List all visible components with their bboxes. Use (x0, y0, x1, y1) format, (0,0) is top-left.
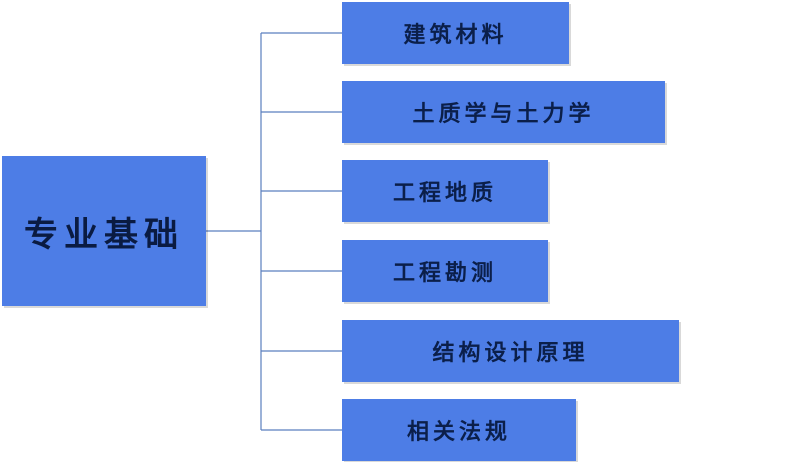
child-node-structural-design: 结构设计原理 (342, 320, 679, 382)
child-node-engineering-survey: 工程勘测 (342, 240, 548, 302)
child-node-label: 工程勘测 (392, 260, 497, 286)
child-node-label: 工程地质 (392, 180, 497, 206)
root-node-label: 专业基础 (24, 214, 184, 255)
child-node-soil-mechanics: 土质学与土力学 (342, 81, 665, 143)
child-node-label: 建筑材料 (403, 22, 508, 48)
child-node-label: 相关法规 (406, 419, 511, 445)
child-node-regulations: 相关法规 (342, 399, 576, 461)
child-node-engineering-geology: 工程地质 (342, 160, 548, 222)
child-node-label: 土质学与土力学 (412, 101, 595, 127)
child-node-label: 结构设计原理 (432, 340, 589, 366)
root-node: 专业基础 (2, 156, 206, 306)
child-node-building-materials: 建筑材料 (342, 2, 569, 64)
